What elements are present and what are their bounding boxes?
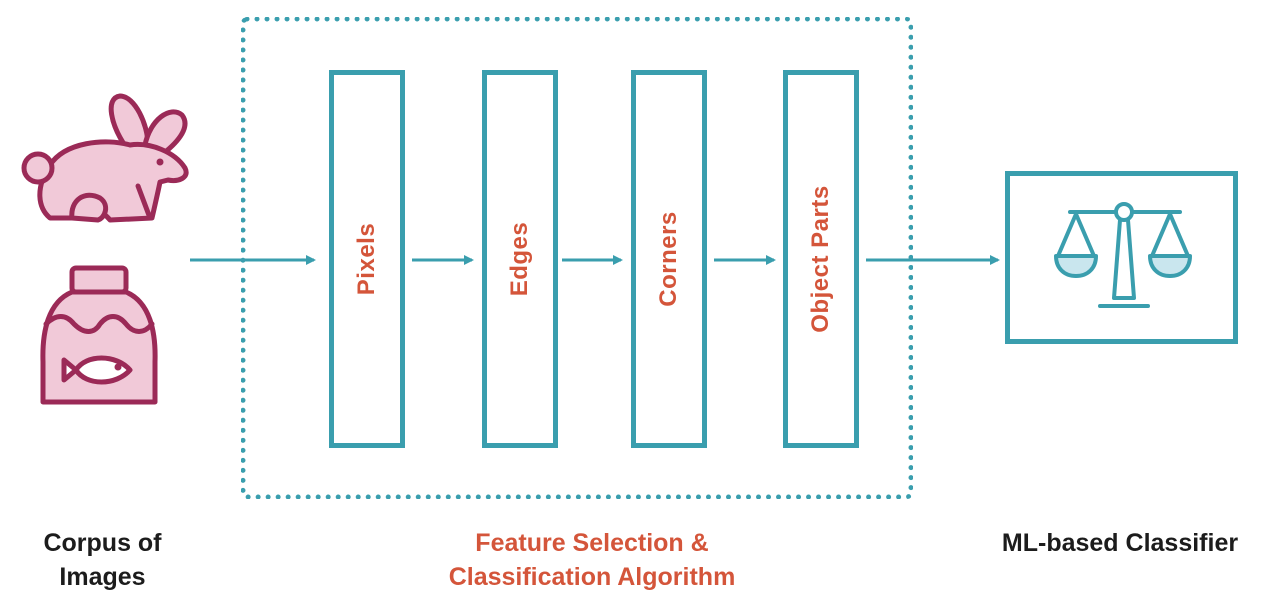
balance-scale-icon: [1054, 202, 1192, 308]
feature-caption: Feature Selection & Classification Algor…: [382, 526, 802, 594]
stage-edges: Edges: [482, 70, 558, 448]
classifier-box: [1005, 171, 1238, 344]
stage-label: Edges: [506, 221, 533, 297]
classifier-caption: ML-based Classifier: [970, 526, 1270, 560]
feature-stage-frame: [241, 17, 913, 499]
stage-object-parts: Object Parts: [783, 70, 859, 448]
stage-label: Object Parts: [807, 185, 834, 333]
stage-pixels: Pixels: [329, 70, 405, 448]
corpus-caption-line1: Corpus of: [43, 529, 162, 557]
corpus-caption-line2: Images: [59, 563, 146, 591]
fishbowl-icon: [40, 265, 158, 405]
rabbit-icon: [21, 93, 189, 223]
stage-corners: Corners: [631, 70, 707, 448]
stage-label: Corners: [655, 211, 682, 307]
stage-label: Pixels: [353, 222, 380, 296]
feature-caption-line2: Classification Algorithm: [448, 563, 736, 591]
classifier-caption-text: ML-based Classifier: [1001, 529, 1239, 557]
feature-caption-line1: Feature Selection &: [475, 529, 709, 557]
corpus-caption: Corpus of Images: [0, 526, 205, 594]
